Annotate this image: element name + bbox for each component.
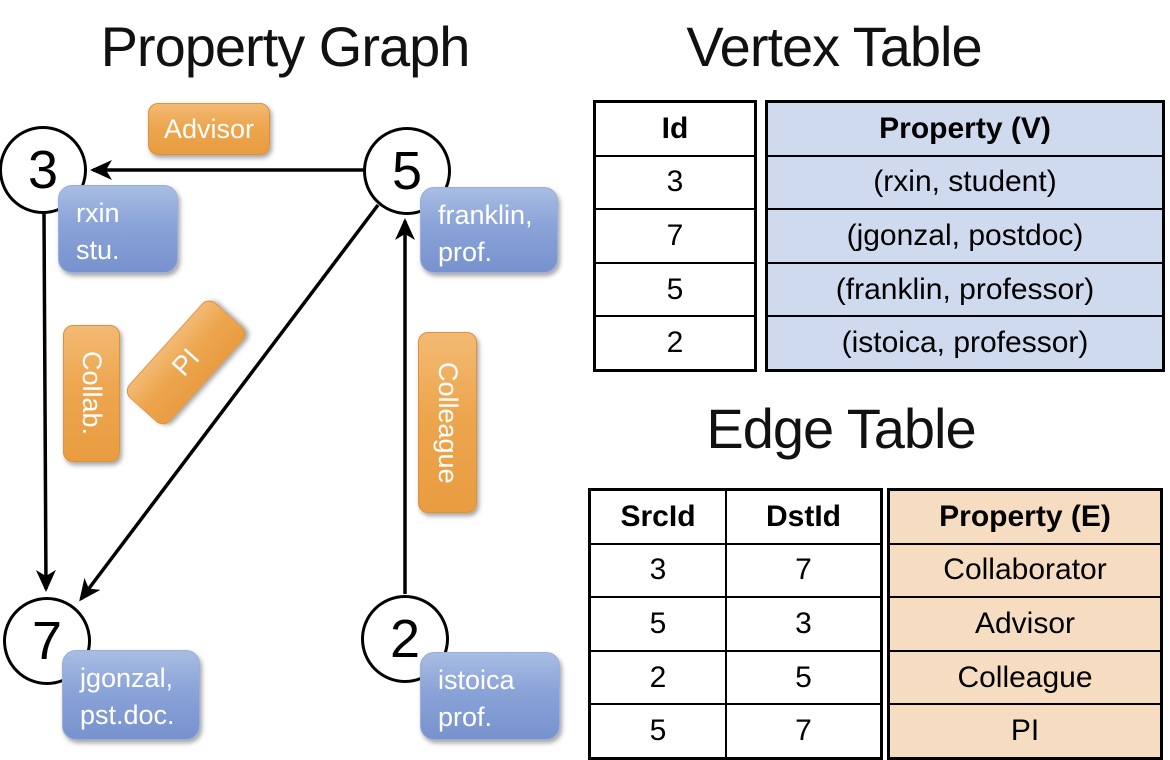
edge-table-id-row: 5 3 bbox=[591, 596, 880, 650]
edge-arrow-3-to-7 bbox=[35, 212, 56, 592]
node-label-line: prof. bbox=[438, 237, 493, 267]
vertex-table-id-cell: 2 bbox=[596, 315, 754, 369]
edge-table-property-cell: Colleague bbox=[890, 649, 1160, 704]
edge-arrow-5-to-7 bbox=[79, 203, 380, 602]
node-label-line: stu. bbox=[76, 235, 120, 265]
vertex-table-id-column: Id 3 7 5 2 bbox=[593, 100, 757, 372]
edge-table-src-cell: 5 bbox=[649, 606, 667, 640]
vertex-table-title: Vertex Table bbox=[686, 15, 982, 78]
node-label-line: pst.doc. bbox=[80, 700, 175, 730]
vertex-table-property-cell: (jgonzal, postdoc) bbox=[768, 208, 1162, 262]
edge-table-dst-cell: 7 bbox=[725, 544, 880, 597]
node-label-box-2: istoica prof. bbox=[420, 652, 560, 740]
edge-table-header-srcid: SrcId bbox=[620, 499, 696, 533]
node-label-line: istoica bbox=[438, 665, 515, 695]
edge-table-id-row: 3 7 bbox=[591, 542, 880, 597]
vertex-table-id-cell: 5 bbox=[596, 261, 754, 316]
node-id: 5 bbox=[391, 141, 423, 201]
edge-table-dst-cell: 7 bbox=[725, 705, 880, 757]
node-id: 3 bbox=[27, 140, 59, 200]
node-label-line: franklin, bbox=[438, 200, 533, 230]
vertex-table-header-id: Id bbox=[661, 111, 689, 145]
edge-table-id-row: 2 5 bbox=[591, 649, 880, 704]
graph-edges bbox=[35, 160, 415, 602]
node-label-box-7: jgonzal, pst.doc. bbox=[62, 650, 200, 740]
edge-table-id-row: 5 7 bbox=[591, 703, 880, 757]
edge-table-dst-cell: 3 bbox=[725, 598, 880, 650]
node-label-box-3: rxin stu. bbox=[58, 185, 178, 273]
node-label-box-5: franklin, prof. bbox=[420, 187, 558, 273]
node-label-line: rxin bbox=[76, 198, 120, 228]
vertex-table-id-cell: 3 bbox=[596, 154, 754, 209]
edge-label-colleague: Colleague bbox=[418, 332, 477, 513]
edge-table-dst-cell: 5 bbox=[725, 651, 880, 704]
property-graph-title: Property Graph bbox=[100, 15, 471, 78]
node-label-line: jgonzal, bbox=[80, 663, 174, 693]
edge-table-property-cell: Advisor bbox=[890, 596, 1160, 650]
vertex-table-property-cell: (franklin, professor) bbox=[768, 261, 1162, 316]
vertex-table-property-cell: (istoica, professor) bbox=[768, 315, 1162, 369]
edge-table-src-cell: 5 bbox=[649, 714, 667, 748]
edge-table-header-dstid: DstId bbox=[725, 491, 880, 543]
vertex-table-property-cell: (rxin, student) bbox=[768, 154, 1162, 209]
edge-table-property-cell: PI bbox=[890, 703, 1160, 757]
node-label-line: prof. bbox=[438, 702, 493, 732]
vertex-table-header-property: Property (V) bbox=[879, 111, 1051, 145]
node-id: 7 bbox=[31, 611, 63, 671]
edge-label-advisor: Advisor bbox=[148, 103, 270, 155]
edge-table-header-property: Property (E) bbox=[939, 499, 1111, 533]
node-circle-5: 5 bbox=[363, 127, 451, 215]
edge-table-property-column: Property (E) Collaborator Advisor Collea… bbox=[887, 488, 1163, 760]
edge-table-title: Edge Table bbox=[706, 397, 976, 460]
edge-table-src-cell: 2 bbox=[649, 660, 667, 694]
vertex-table-property-column: Property (V) (rxin, student) (jgonzal, p… bbox=[765, 100, 1165, 372]
node-id: 2 bbox=[389, 609, 421, 669]
vertex-table-id-cell: 7 bbox=[596, 208, 754, 262]
edge-table-src-cell: 3 bbox=[649, 553, 667, 587]
edge-label-collab: Collab. bbox=[63, 325, 120, 462]
edge-table-property-cell: Collaborator bbox=[890, 542, 1160, 597]
edge-table-header-row: SrcId DstId bbox=[591, 491, 880, 543]
edge-table-id-columns: SrcId DstId 3 7 5 3 2 5 5 7 bbox=[588, 488, 883, 760]
node-circle-2: 2 bbox=[361, 595, 449, 683]
